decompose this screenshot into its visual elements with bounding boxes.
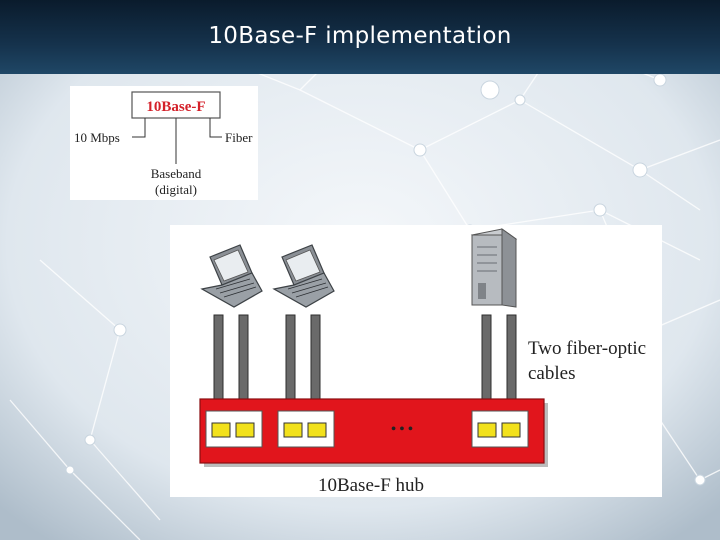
laptop-icon: [272, 244, 335, 308]
port-group: [205, 410, 263, 448]
naming-convention-figure: 10Base-F 10 Mbps Fiber Baseband (digital…: [70, 86, 258, 200]
laptop-icon: [200, 244, 263, 308]
cable-label-line1: Two fiber-optic: [528, 338, 646, 359]
hub-diagram: • • • Two fiber-optic cables 10Base-F hu…: [170, 225, 662, 497]
port-group: [471, 410, 529, 448]
server-icon: [470, 228, 518, 308]
signal-label-line1: Baseband: [151, 166, 202, 181]
cable-label-line2: cables: [528, 363, 575, 384]
speed-label: 10 Mbps: [74, 130, 120, 145]
port-group: [277, 410, 335, 448]
ellipsis-label: • • •: [391, 422, 413, 437]
slide-title: 10Base-F implementation: [208, 23, 512, 49]
fiber-cables: [213, 314, 517, 406]
code-label: 10Base-F: [146, 99, 205, 115]
code-box: [131, 91, 221, 119]
signal-label-line2: (digital): [155, 182, 197, 197]
hub-label: 10Base-F hub: [318, 475, 424, 496]
title-bar: [0, 0, 720, 74]
medium-label: Fiber: [225, 130, 253, 145]
